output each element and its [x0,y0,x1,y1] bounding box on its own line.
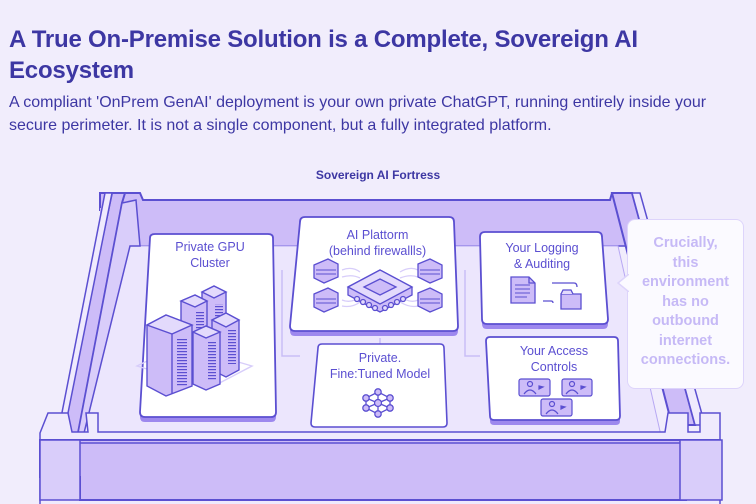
gpu-label-line2: Cluster [190,256,230,270]
user-badge-icon [518,378,593,417]
platform-label-line2: (behind firewallls) [328,244,427,258]
card-access-controls[interactable] [485,336,621,425]
model-label-line1: Private. [358,351,402,365]
logging-label-line2: & Auditing [513,257,571,271]
server-rack-icon [135,285,254,397]
chip-with-firewalls-icon [313,258,443,313]
callout-text: Crucially, this environment has no outbo… [640,235,731,368]
callout-pointer [617,274,629,292]
no-internet-callout: Crucially, this environment has no outbo… [617,219,744,389]
platform-label-line1: AI Plattorm [346,228,409,242]
gpu-cluster-label: Private GPU Cluster [150,239,270,271]
model-label: Private. Fine:Tuned Model [315,350,445,382]
fortress-label: Sovereign AI Fortress [315,168,441,182]
gpu-label-line1: Private GPU [175,240,245,254]
logging-label: Your Logging & Auditing [482,240,602,272]
access-label-line2: Controls [530,360,578,374]
neural-network-icon [362,388,394,418]
card-gpu-cluster[interactable] [135,233,277,422]
model-label-line2: Fine:Tuned Model [329,367,431,381]
access-label-line1: Your Access [519,344,589,358]
logging-label-line1: Your Logging [505,241,579,255]
card-logging-auditing[interactable] [479,231,609,329]
card-ai-platform[interactable] [289,216,459,336]
access-label: Your Access Controls [492,343,616,375]
ai-platform-label: AI Plattorm (behind firewallls) [300,227,455,259]
card-fine-tuned-model[interactable] [310,343,448,428]
page-subtitle: A compliant 'OnPrem GenAI' deployment is… [9,94,707,134]
page-title: A True On-Premise Solution is a Complete… [9,26,638,84]
fortress-front-wall [39,412,723,504]
document-folder-icon [510,276,582,310]
